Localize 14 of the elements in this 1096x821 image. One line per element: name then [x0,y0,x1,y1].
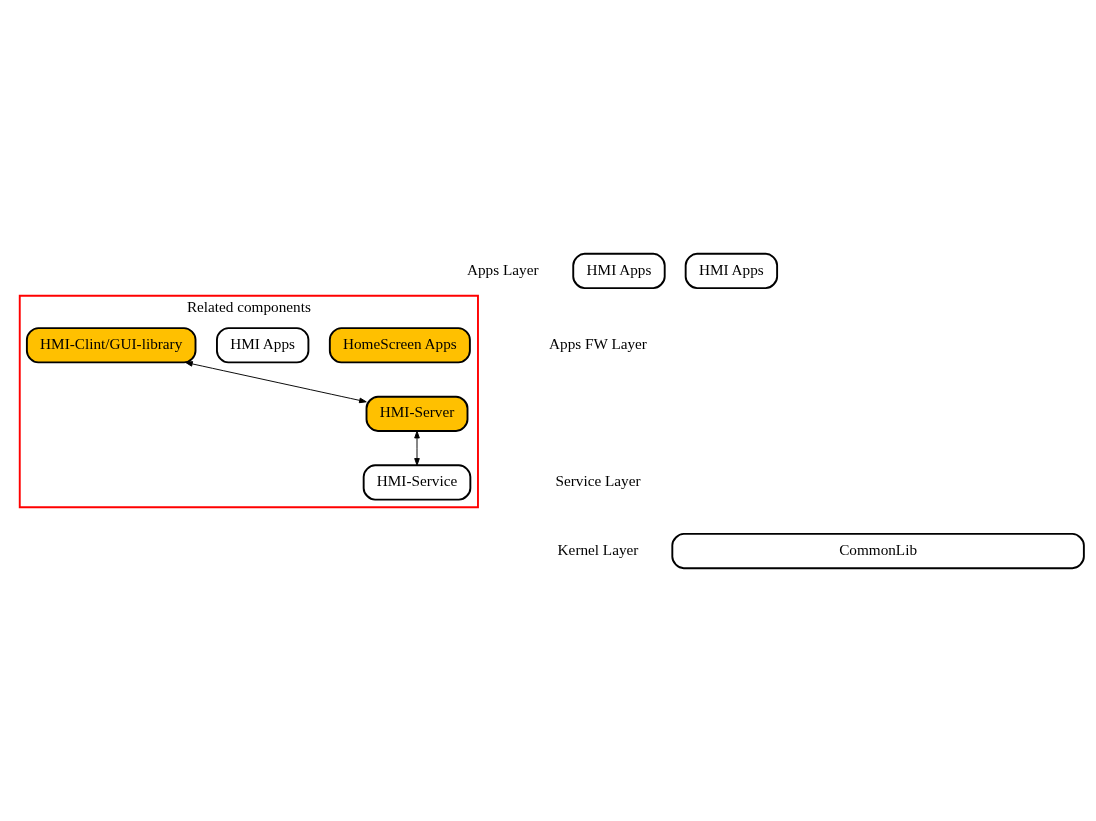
node-box: CommonLib [671,532,1085,569]
node-box: HMI-Server [365,395,469,432]
arrow [414,430,420,466]
node-box: HMI-Service [362,463,472,501]
node-box: HMI Apps [684,252,779,289]
node-box: HMI-Clint/GUI-library [25,326,197,363]
label: Service Layer [555,471,641,489]
node-box: HMI Apps [572,252,666,289]
label: Apps Layer [467,260,539,278]
node-box: HMI Apps [216,326,310,363]
arrow [185,360,367,403]
node-box: HomeScreen Apps [328,326,471,363]
label: Kernel Layer [557,540,639,558]
label: Apps FW Layer [549,334,647,352]
